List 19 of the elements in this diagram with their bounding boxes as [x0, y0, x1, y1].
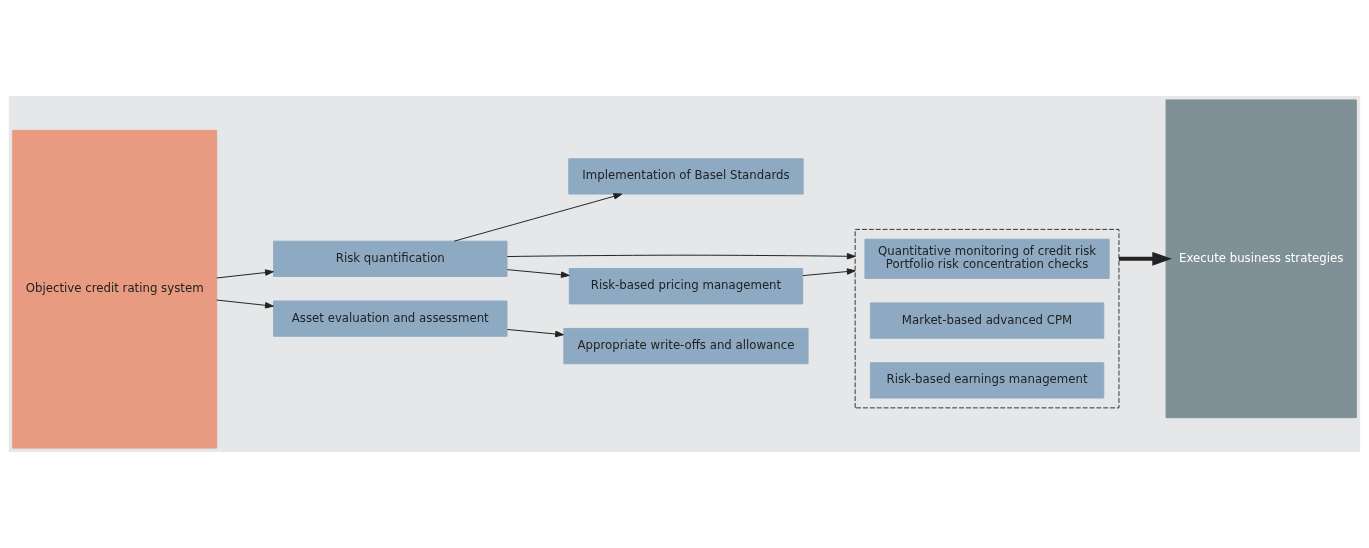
node-box: Implementation of Basel Standards: [568, 158, 804, 195]
arrow: [506, 269, 570, 278]
node-box: Execute business strategies: [1165, 99, 1357, 419]
arrow: [453, 193, 623, 242]
node-box: Risk-based earnings management: [869, 362, 1105, 399]
node-box: Quantitative monitoring of credit risk Portfolio risk concentration checks: [864, 238, 1110, 279]
node-box: Risk quantification: [273, 240, 508, 277]
arrow: [1118, 251, 1172, 266]
arrow: [802, 268, 856, 277]
node-box: Risk-based pricing management: [568, 268, 804, 305]
cluster: [854, 228, 1120, 409]
node-box: Market-based advanced CPM: [869, 302, 1105, 339]
arrow: [216, 299, 274, 309]
node-box: Objective credit rating system: [12, 129, 218, 449]
arrow: [506, 329, 564, 338]
arrow: [216, 269, 274, 279]
arrow: [506, 253, 856, 260]
node-box: Appropriate write-offs and allowance: [563, 327, 809, 365]
node-box: Asset evaluation and assessment: [273, 300, 508, 337]
